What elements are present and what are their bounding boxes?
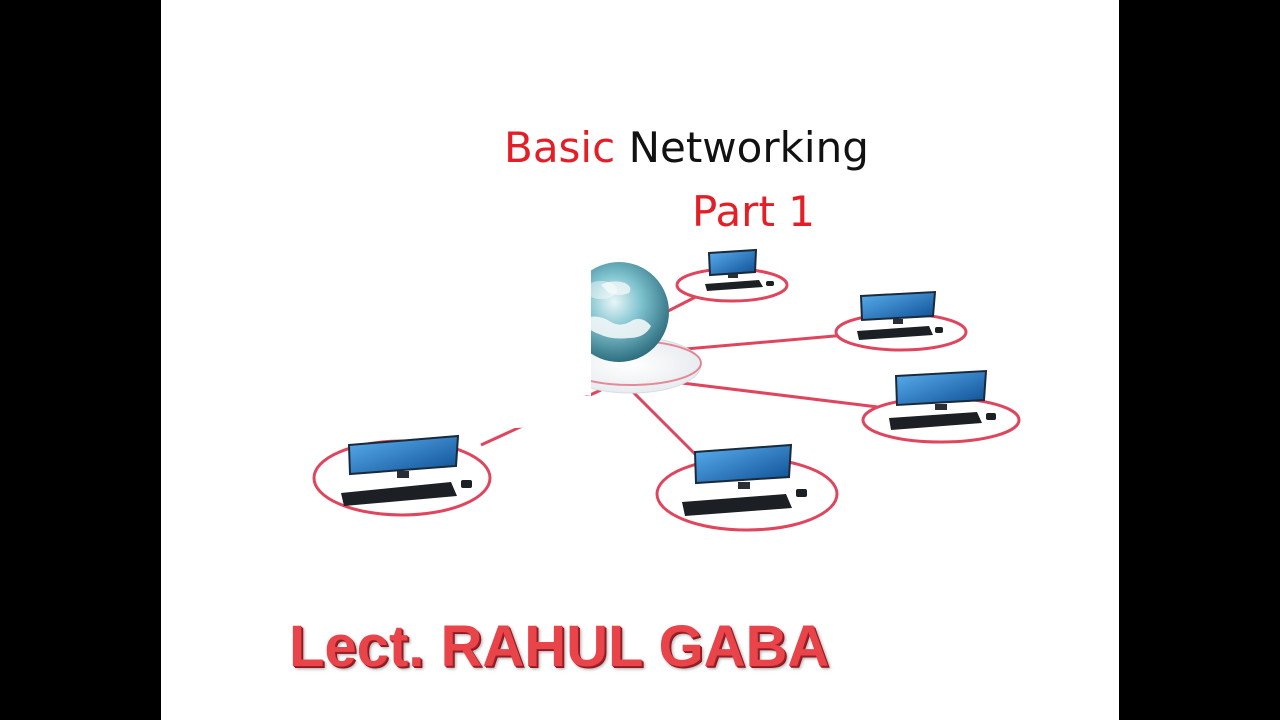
slide: Basic Networking Part 1: [161, 0, 1119, 720]
author-name: Lect. RAHUL GABA: [289, 614, 830, 679]
network-node-right-top: [834, 290, 968, 352]
globe-icon: [441, 255, 669, 430]
title-word-basic: Basic: [504, 123, 616, 172]
network-node-right: [861, 369, 1021, 444]
network-node-bottom: [655, 443, 839, 532]
network-node-top: [675, 248, 789, 303]
network-illustration: [312, 248, 1021, 532]
title-word-networking: Networking: [628, 123, 869, 172]
slide-subtitle: Part 1: [692, 187, 815, 236]
network-node-left: [312, 434, 492, 517]
slide-title: Basic Networking: [504, 122, 869, 174]
